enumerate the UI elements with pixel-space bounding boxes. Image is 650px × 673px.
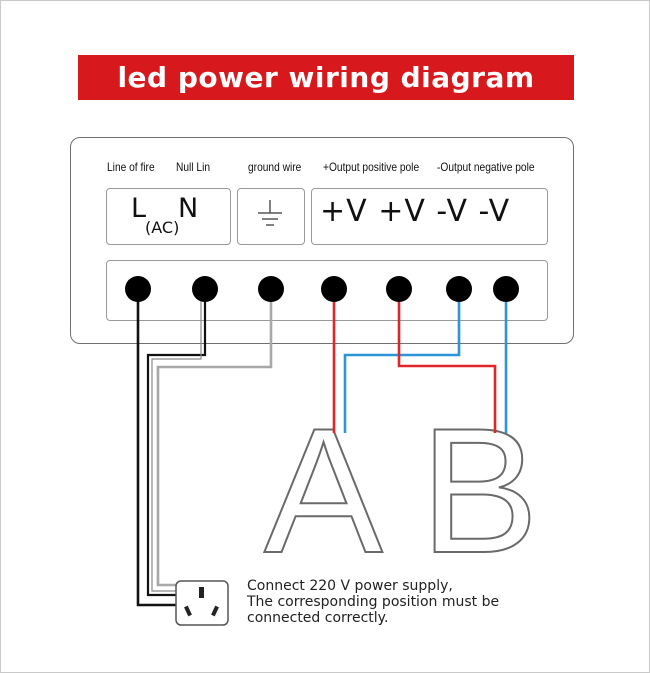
ac-n-text: N bbox=[178, 193, 199, 224]
negative-wire-a bbox=[343, 289, 461, 433]
ac-input-cell bbox=[106, 188, 231, 245]
ground-cell bbox=[237, 188, 305, 245]
label-output-positive: +Output positive pole bbox=[323, 160, 420, 174]
ac-l-text: L bbox=[131, 193, 147, 224]
label-null-lin: Null Lin bbox=[176, 160, 211, 174]
note-line-2: The corresponding position must be bbox=[247, 594, 500, 610]
connection-note: Connect 220 V power supply, The correspo… bbox=[247, 578, 499, 626]
positive-wire-b bbox=[397, 289, 497, 433]
neutral-wire-inner bbox=[151, 289, 202, 592]
output-cell bbox=[311, 188, 548, 245]
note-line-1: Connect 220 V power supply, bbox=[247, 578, 453, 594]
terminal-positive-2 bbox=[386, 276, 412, 302]
ground-wire bbox=[156, 289, 273, 587]
label-output-negative: -Output negative pole bbox=[437, 160, 535, 174]
load-a-letter: A bbox=[264, 391, 383, 590]
load-letters: A B bbox=[263, 390, 540, 591]
terminal-n bbox=[192, 276, 218, 302]
terminal-screws bbox=[125, 276, 519, 302]
label-line-of-fire: Line of fire bbox=[107, 160, 155, 174]
power-outlet-icon bbox=[175, 580, 229, 626]
ground-symbol-icon bbox=[258, 200, 282, 226]
live-wire bbox=[136, 289, 185, 607]
ac-sub-text: (AC) bbox=[145, 218, 180, 237]
terminal-l bbox=[125, 276, 151, 302]
terminal-negative-2 bbox=[493, 276, 519, 302]
neutral-wire bbox=[146, 289, 207, 597]
diagram-title: led power wiring diagram bbox=[117, 61, 535, 94]
note-line-3: connected correctly. bbox=[247, 610, 389, 626]
title-banner: led power wiring diagram bbox=[78, 55, 574, 100]
terminal-positive-1 bbox=[321, 276, 347, 302]
terminal-negative-1 bbox=[446, 276, 472, 302]
label-ground-wire: ground wire bbox=[248, 160, 302, 174]
load-b-letter: B bbox=[420, 391, 539, 590]
terminal-ground bbox=[258, 276, 284, 302]
output-terminal-text: +V +V -V -V bbox=[320, 194, 511, 229]
